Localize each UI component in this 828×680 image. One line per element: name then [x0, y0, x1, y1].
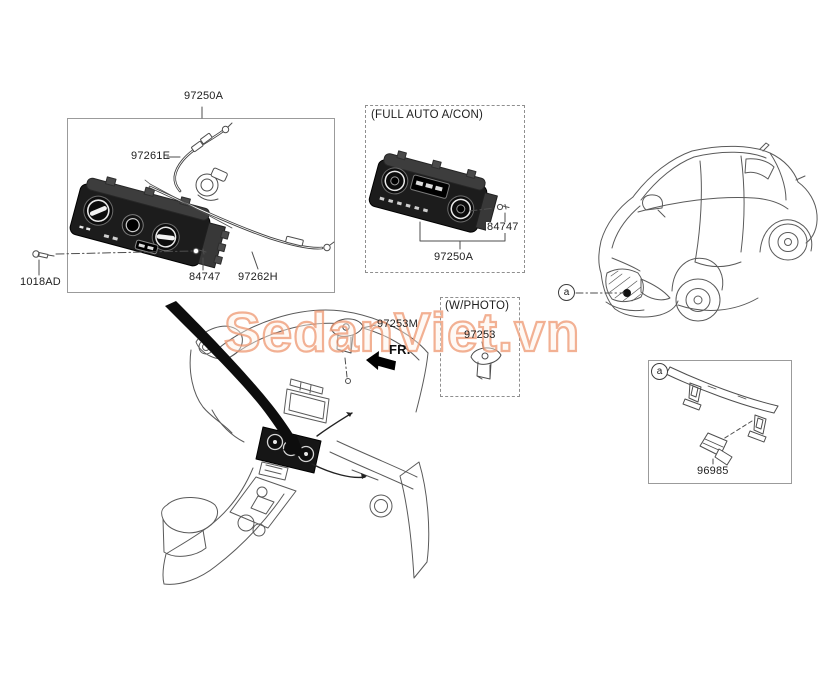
detail-ref-circle-box: a — [651, 363, 668, 380]
screw-84747-b-art — [496, 203, 510, 211]
photo-sensor-97253-art — [470, 347, 502, 380]
center-line — [55, 250, 193, 255]
temperature-cable-art — [173, 122, 233, 193]
part-label-97250a-main: 97250A — [184, 90, 224, 102]
installation-arrow-icon — [165, 301, 306, 459]
bumper-bracket-art — [665, 366, 779, 443]
part-label-84747-fullauto: 84747 — [486, 221, 520, 233]
detail-ref-letter: a — [563, 286, 570, 298]
part-label-96985: 96985 — [697, 465, 729, 477]
detail-a-box — [648, 360, 792, 484]
mode-cable-art — [144, 179, 335, 252]
heater-control-unit-art — [69, 176, 230, 269]
dashboard-art — [161, 309, 430, 585]
leader-line — [481, 341, 485, 351]
center-line — [344, 357, 348, 378]
detail-ref-letter: a — [656, 365, 663, 377]
part-label-97250a-fullauto: 97250A — [434, 251, 474, 263]
fr-direction-arrow-icon — [366, 351, 396, 371]
leader-line — [251, 251, 259, 270]
full-auto-box — [365, 105, 525, 273]
part-label-1018ad: 1018AD — [20, 276, 61, 288]
mount-point — [345, 378, 351, 384]
part-label-97253: 97253 — [464, 329, 496, 341]
w-photo-box-header: (W/PHOTO) — [445, 300, 510, 312]
sensor-location-dot — [623, 289, 631, 297]
fr-direction-label: FR. — [389, 342, 411, 357]
leader-line — [361, 324, 377, 329]
part-label-97253m: 97253M — [377, 318, 418, 330]
part-label-97262h: 97262H — [238, 271, 278, 283]
part-label-97261e: 97261E — [131, 150, 171, 162]
cable-cam-art — [195, 167, 228, 201]
main-assembly-box — [67, 118, 335, 293]
full-auto-box-header: (FULL AUTO A/CON) — [371, 109, 484, 121]
screw-84747-a-art — [192, 247, 207, 271]
screw-1018AD-art — [32, 250, 55, 276]
photo-sensor-97253M-art — [330, 318, 364, 354]
full-auto-control-unit-art — [368, 150, 498, 233]
center-line — [469, 207, 495, 212]
detail-ref-circle-car: a — [558, 284, 575, 301]
car-art — [598, 142, 818, 322]
w-photo-box — [440, 297, 520, 397]
ambient-sensor-96985-art — [699, 432, 733, 466]
part-label-84747-main: 84747 — [189, 271, 221, 283]
